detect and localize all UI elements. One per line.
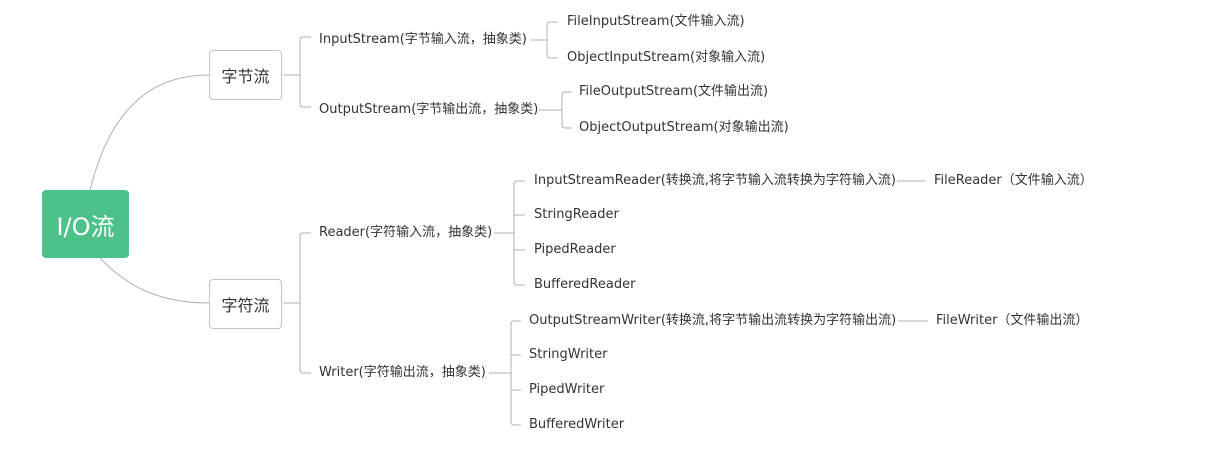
outputstream-node[interactable]: OutputStream(字节输出流，抽象类) bbox=[319, 102, 539, 117]
filereader-node[interactable]: FileReader（文件输入流） bbox=[934, 173, 1093, 188]
stringwriter-node[interactable]: StringWriter bbox=[529, 347, 608, 362]
char-stream-node[interactable]: 字符流 bbox=[209, 279, 282, 329]
fileinputstream-node[interactable]: FileInputStream(文件输入流) bbox=[567, 14, 745, 29]
filewriter-node[interactable]: FileWriter（文件输出流） bbox=[936, 313, 1089, 328]
link-input-children bbox=[531, 21, 558, 59]
bufferedwriter-node[interactable]: BufferedWriter bbox=[529, 417, 625, 432]
inputstreamreader-node[interactable]: InputStreamReader(转换流,将字节输入流转换为字符输入流) bbox=[534, 173, 896, 188]
link-writer-children bbox=[489, 320, 521, 426]
bufferedreader-node[interactable]: BufferedReader bbox=[534, 277, 636, 292]
objectinputstream-node[interactable]: ObjectInputStream(对象输入流) bbox=[567, 50, 766, 65]
pipedreader-node[interactable]: PipedReader bbox=[534, 242, 616, 257]
fileoutputstream-node[interactable]: FileOutputStream(文件输出流) bbox=[579, 84, 769, 99]
writer-node[interactable]: Writer(字符输出流，抽象类) bbox=[319, 365, 486, 380]
link-reader-children bbox=[494, 180, 525, 286]
byte-stream-node[interactable]: 字节流 bbox=[209, 50, 282, 100]
link-char-children bbox=[283, 232, 311, 374]
root-node[interactable]: I/O流 bbox=[42, 190, 129, 258]
link-root-char bbox=[99, 257, 210, 304]
stringreader-node[interactable]: StringReader bbox=[534, 207, 619, 222]
inputstream-node[interactable]: InputStream(字节输入流，抽象类) bbox=[319, 32, 527, 47]
link-output-children bbox=[539, 91, 572, 129]
outputstreamwriter-node[interactable]: OutputStreamWriter(转换流,将字节输出流转换为字符输出流) bbox=[529, 313, 897, 328]
pipedwriter-node[interactable]: PipedWriter bbox=[529, 382, 605, 397]
link-root-byte bbox=[89, 74, 210, 191]
reader-node[interactable]: Reader(字符输入流，抽象类) bbox=[319, 225, 493, 240]
link-byte-children bbox=[283, 36, 311, 108]
objectoutputstream-node[interactable]: ObjectOutputStream(对象输出流) bbox=[579, 120, 789, 135]
